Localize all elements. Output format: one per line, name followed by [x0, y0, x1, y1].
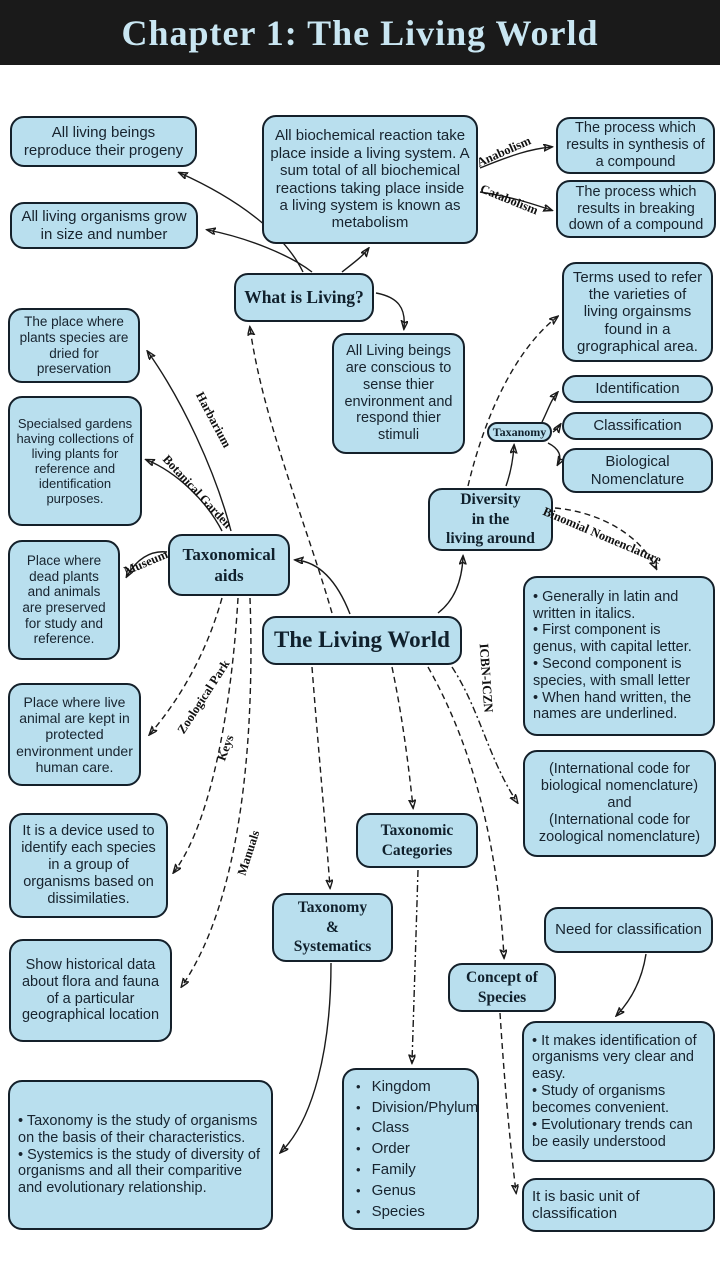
classification-node: Classification: [562, 412, 713, 440]
edge-livingworld-to-taxcategories: [391, 666, 413, 807]
edge-label-catabolism: Catabolism: [478, 181, 541, 218]
identification-node: Identification: [562, 375, 713, 403]
hierarchy-item: • Division/Phylum: [356, 1097, 478, 1118]
tax-categories-node: Taxonomic Categories: [356, 813, 478, 868]
reproduce-node: All living beings reproduce their progen…: [10, 116, 197, 167]
edge-label-botanical-garden: Botanical Garden: [159, 452, 235, 532]
taxonomy-systemics-def-node: • Taxonomy is the study of organisms on …: [8, 1080, 273, 1230]
keys-def-node: It is a device used to identify each spe…: [9, 813, 168, 918]
bullet-icon: •: [356, 1141, 361, 1157]
hierarchy-item-label: Genus: [371, 1182, 416, 1200]
hierarchy-item: • Class: [356, 1118, 471, 1139]
hierarchy-item: • Order: [356, 1139, 471, 1160]
hierarchy-item: • Family: [356, 1159, 471, 1180]
zoo-def-node: Place where live animal are kept in prot…: [8, 683, 141, 786]
need-classification-node: Need for classification: [544, 907, 713, 953]
bullet-icon: •: [356, 1120, 361, 1136]
bullet-icon: •: [356, 1183, 361, 1199]
hierarchy-item-label: Family: [371, 1161, 416, 1179]
edge-label-icbn-iczn: ICBN-ICZN: [476, 642, 497, 714]
edge-what-to-metabolism: [341, 249, 368, 273]
manuals-def-node: Show historical data about flora and fau…: [9, 939, 172, 1042]
diversity-node: Diversity in the living around: [428, 488, 553, 551]
hierarchy-item: • Kingdom: [356, 1076, 471, 1097]
herbarium-def-node: The place where plants species are dried…: [8, 308, 140, 383]
museum-def-node: Place where dead plants and animals are …: [8, 540, 120, 660]
taxonomic-hierarchy-node: • Kingdom • Division/Phylum • Class • Order • Fam…: [342, 1068, 479, 1230]
hierarchy-item: • Genus: [356, 1180, 471, 1201]
edge-taxcategories-to-hierarchy: [412, 869, 419, 1062]
edge-livingworld-to-taxaids: [296, 560, 351, 615]
bullet-icon: •: [356, 1162, 361, 1178]
hierarchy-item-label: Class: [371, 1119, 410, 1137]
edge-label-binomial-nomenclature: Binomial Nomenclature: [540, 504, 664, 567]
catabolism-def-node: The process which results in breaking do…: [556, 180, 716, 238]
edge-diversity-to-taxanomy: [505, 446, 514, 487]
bullet-icon: •: [356, 1099, 361, 1115]
edge-livingworld-to-diversity: [437, 557, 463, 614]
hierarchy-item-label: Kingdom: [371, 1077, 431, 1095]
edge-taxanomy-to-identification: [541, 393, 557, 423]
hierarchy-item: • Species: [356, 1201, 471, 1222]
edge-taxanomy-to-classification: [552, 425, 560, 432]
garden-def-node: Specialsed gardens having collections of…: [8, 396, 142, 526]
icbn-def-node: (International code for biological nomen…: [523, 750, 716, 857]
grow-node: All living organisms grow in size and nu…: [10, 202, 198, 249]
chapter-header: Chapter 1: The Living World: [0, 0, 720, 65]
classification-benefits-node: • It makes identification of organisms v…: [522, 1021, 715, 1162]
edge-taxsystematics-to-def: [281, 962, 332, 1152]
edge-label-museum: Museum: [121, 547, 170, 579]
bullet-icon: •: [356, 1078, 361, 1094]
edge-need-to-benefits: [617, 953, 647, 1015]
edge-taxanomy-to-bionomenclature: [547, 442, 560, 464]
binomial-def-node: • Generally in latin and written in ital…: [523, 576, 715, 736]
edge-label-harbarium: Harbarium: [192, 389, 234, 451]
basic-unit-node: It is basic unit of classification: [522, 1178, 715, 1232]
edge-taxaids-to-manuals: [182, 597, 252, 986]
hierarchy-item-label: Division/Phylum: [371, 1098, 479, 1116]
anabolism-def-node: The process which results in synthesis o…: [556, 117, 715, 174]
edge-concept-to-basicunit: [499, 1012, 516, 1192]
bullet-icon: •: [356, 1204, 361, 1220]
hierarchy-item-label: Species: [371, 1202, 425, 1220]
taxanomy-node: Taxanomy: [487, 422, 552, 442]
conscious-node: All Living beings are conscious to sense…: [332, 333, 465, 454]
edge-label-keys: Keys: [214, 733, 237, 763]
living-world-node: The Living World: [262, 616, 462, 665]
page-title: Chapter 1: The Living World: [121, 12, 599, 53]
edge-what-to-conscious: [375, 292, 404, 328]
concept-species-node: Concept of Species: [448, 963, 556, 1012]
bio-nomenclature-node: Biological Nomenclature: [562, 448, 713, 493]
what-is-living-node: What is Living?: [234, 273, 374, 322]
tax-systematics-node: Taxonomy & Systematics: [272, 893, 393, 962]
metabolism-node: All biochemical reaction take place insi…: [262, 115, 478, 244]
edge-label-manuals: Manuals: [234, 828, 263, 878]
edge-label-zoological-park: Zoological Park: [174, 657, 233, 737]
edge-livingworld-to-taxsystematics: [311, 666, 330, 887]
terms-node: Terms used to refer the varieties of liv…: [562, 262, 713, 362]
taxonomical-aids-node: Taxonomical aids: [168, 534, 290, 596]
edge-diversity-to-terms: [467, 317, 557, 487]
hierarchy-item-label: Order: [371, 1140, 410, 1158]
edge-label-anabolism: Anabolism: [474, 133, 533, 170]
